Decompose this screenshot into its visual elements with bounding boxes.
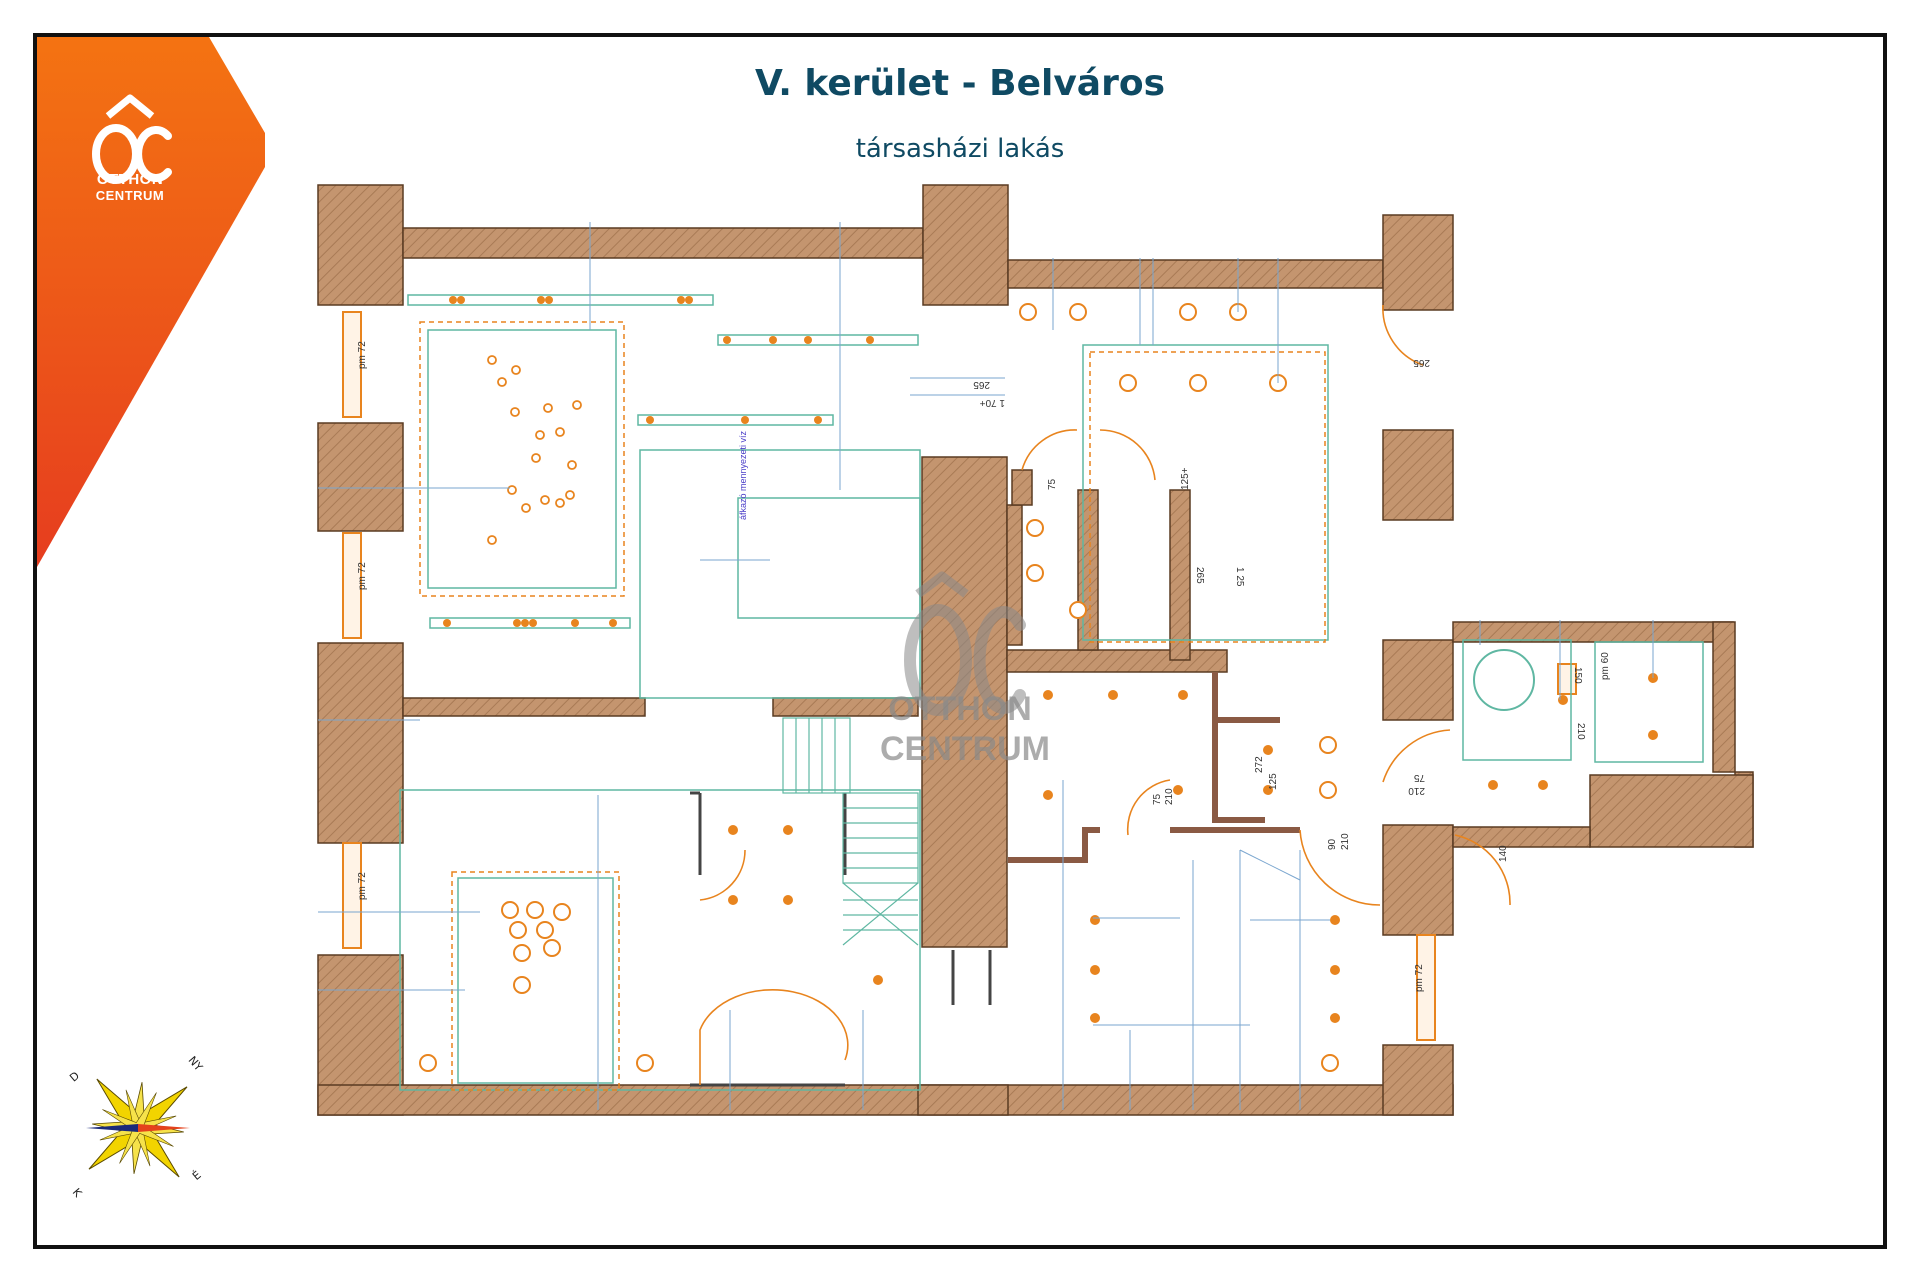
dim-label: 75	[1152, 793, 1163, 805]
dim-label: 265	[1413, 357, 1430, 368]
dim-label: pm 72	[357, 562, 368, 590]
dim-label: 125+	[1180, 467, 1191, 490]
watermark-logo	[904, 571, 1026, 716]
dim-label: pm 72	[357, 872, 368, 900]
compass-label-north: É	[190, 1168, 204, 1182]
plan-annotation: áfkazó mennyezeti víz	[738, 430, 748, 520]
brand-name-line2: CENTRUM	[95, 188, 165, 203]
brand-name-line1: OTTHON	[96, 171, 164, 188]
dim-label: 90	[1327, 838, 1338, 850]
stairs	[782, 717, 919, 946]
dim-label: 210	[1408, 785, 1425, 796]
dim-label: 210	[1575, 723, 1586, 740]
dim-label: 265	[1194, 567, 1205, 584]
dim-label: 210	[1164, 788, 1175, 805]
page-subtitle: társasházi lakás	[855, 134, 1065, 164]
house-roof-icon	[92, 94, 172, 185]
dim-label: pm 72	[1414, 964, 1425, 992]
dim-label: 125	[1268, 773, 1279, 790]
dim-label: 75	[1413, 772, 1425, 783]
dimension-lines	[318, 222, 1654, 1110]
dim-label: 75	[1047, 478, 1058, 490]
spot-lights	[419, 303, 1339, 1072]
dim-label: 140	[1498, 845, 1509, 862]
dim-label: 210	[1340, 833, 1351, 850]
doors	[699, 304, 1511, 1085]
windows	[342, 311, 1577, 1041]
dim-label: pm 72	[357, 341, 368, 369]
compass-label-east: K	[70, 1186, 85, 1200]
ceiling-panels	[399, 329, 1704, 1091]
dim-label: 272	[1254, 756, 1265, 773]
dim-label: 1 70+	[980, 397, 1005, 408]
dim-label: 265	[973, 379, 990, 390]
watermark-line2: CENTRUM	[880, 730, 1050, 768]
watermark-line1: OTTHON	[888, 690, 1032, 728]
compass-label-south: D	[67, 1069, 82, 1084]
dim-label: 150	[1572, 667, 1583, 684]
brand-banner	[37, 37, 265, 567]
page-title: V. kerület - Belváros	[754, 63, 1166, 104]
round-shower	[1473, 649, 1535, 711]
downlights	[487, 355, 582, 545]
dim-label: 1 25	[1234, 567, 1245, 587]
compass-label-west: NY	[186, 1054, 206, 1074]
dim-label: pm 60	[1600, 652, 1611, 680]
compass-rose-icon: D NY É K	[67, 1054, 206, 1200]
